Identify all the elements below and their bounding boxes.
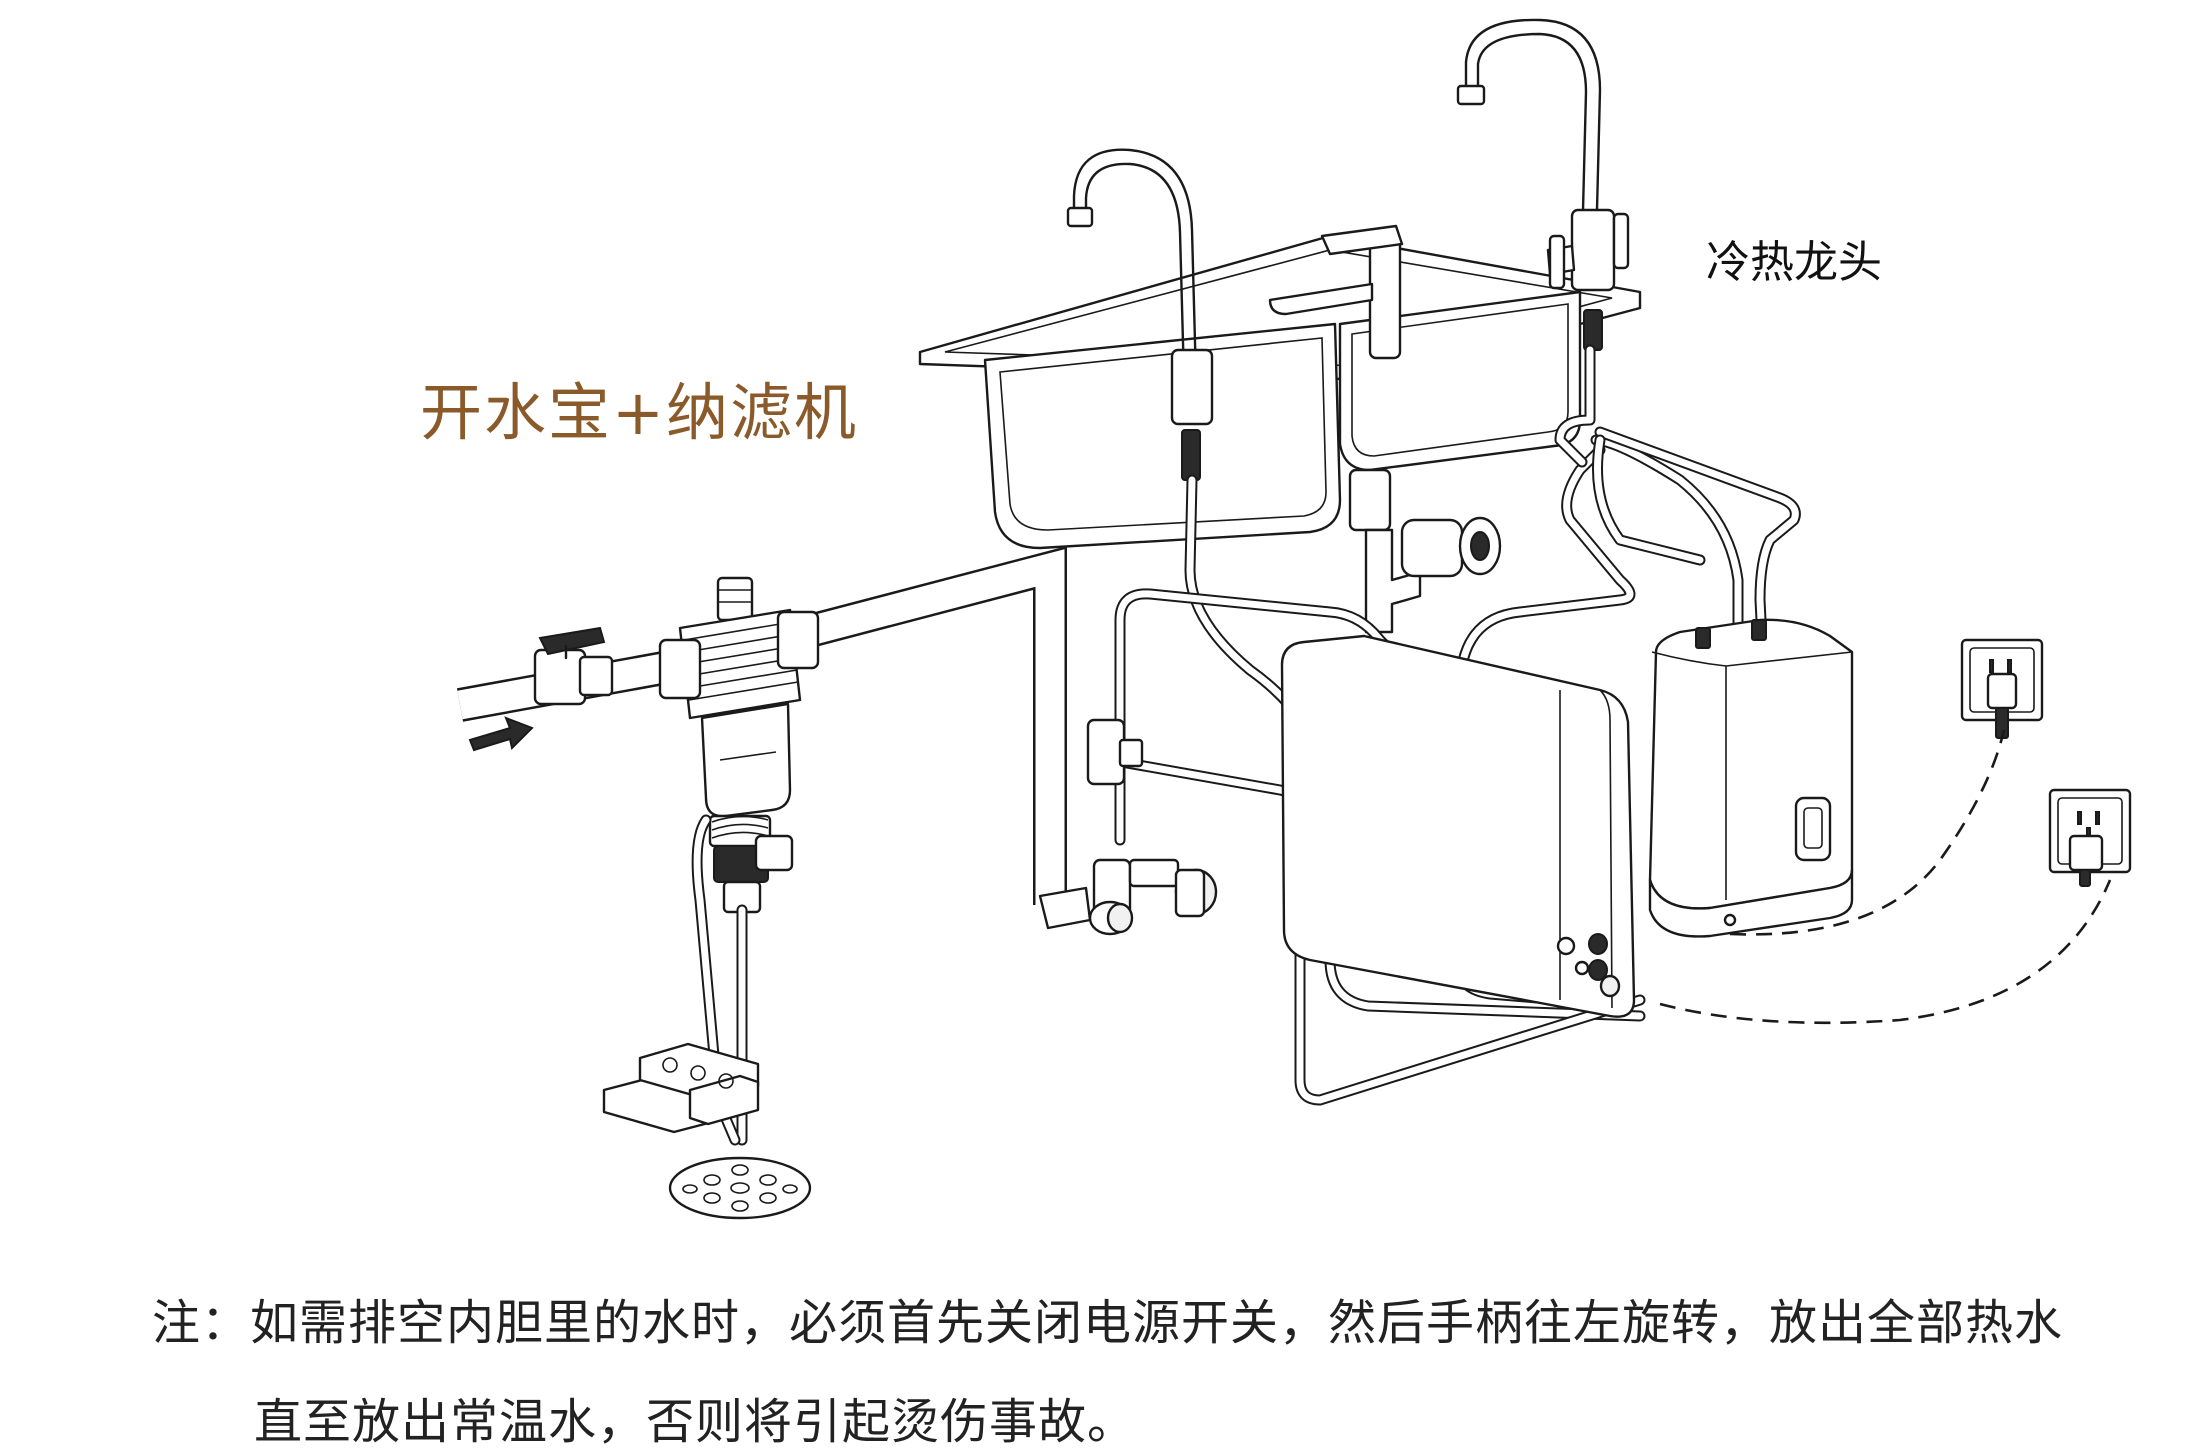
note-line-1: 注：如需排空内胆里的水时，必须首先关闭电源开关，然后手柄往左旋转，放出全部热水 xyxy=(152,1295,2064,1351)
nanofiltration-unit xyxy=(1280,634,1636,1018)
kitchen-faucet xyxy=(1268,224,1404,360)
hot-cold-faucet xyxy=(1456,18,1630,351)
note-line-2: 直至放出常温水，否则将引起烫伤事故。 xyxy=(254,1394,1137,1450)
diagram-title: 开水宝+纳滤机 xyxy=(420,376,858,449)
pre-filter xyxy=(658,576,820,1146)
double-sink xyxy=(918,234,1642,550)
ball-valve[interactable] xyxy=(533,626,614,706)
purified-faucet xyxy=(1066,148,1214,481)
power-cords xyxy=(1659,729,2112,1025)
inlet-arrow-icon xyxy=(468,716,534,752)
support-bricks xyxy=(602,1042,760,1134)
wall-socket-icon xyxy=(1960,638,2044,739)
hot-water-tank xyxy=(1648,618,1854,938)
floor-drain xyxy=(668,1156,812,1220)
power-plug-icon xyxy=(2048,788,2132,887)
angle-valves[interactable] xyxy=(1038,718,1218,936)
faucet-label: 冷热龙头 xyxy=(1706,237,1882,288)
drain-trap xyxy=(1364,516,1502,634)
